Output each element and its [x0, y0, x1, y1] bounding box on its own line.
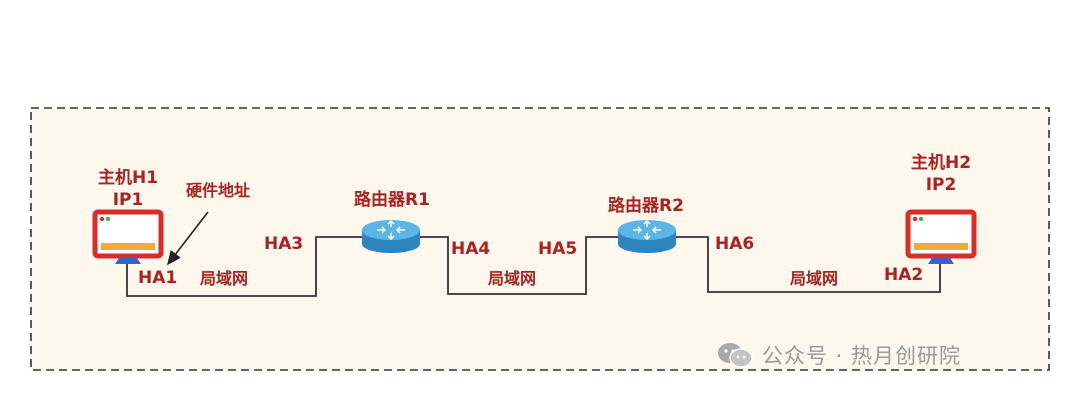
host2-name: 主机H2 — [910, 153, 972, 173]
router1-name: 路由器R1 — [354, 190, 430, 210]
host1-ip: IP1 — [112, 190, 144, 210]
host1-name: 主机H1 — [97, 168, 159, 188]
host2-mac: HA2 — [884, 265, 924, 285]
router1-left-mac: HA3 — [264, 234, 304, 254]
router2-right-mac: HA6 — [715, 234, 755, 254]
watermark-text: 公众号 · 热月创研院 — [762, 344, 962, 368]
watermark: 公众号 · 热月创研院 — [716, 340, 961, 370]
annotation-arrow — [167, 211, 209, 266]
router2-left-mac: HA5 — [538, 239, 578, 259]
host2-ip: IP2 — [925, 175, 957, 195]
hardware-address-annotation: 硬件地址 — [186, 181, 251, 200]
lan-link-2 — [420, 236, 618, 295]
host1-computer-icon — [92, 209, 164, 264]
router2-name: 路由器R2 — [608, 196, 684, 216]
lan-link-3 — [676, 236, 941, 293]
lan-label-1: 局域网 — [200, 269, 249, 288]
wechat-icon — [718, 343, 753, 368]
host2-computer-icon — [905, 209, 977, 264]
host1-mac: HA1 — [138, 268, 178, 288]
lan-label-3: 局域网 — [790, 269, 839, 288]
lan-link-1 — [126, 236, 362, 297]
router1-right-mac: HA4 — [451, 239, 491, 259]
router2-icon — [618, 220, 676, 253]
lan-label-2: 局域网 — [488, 269, 537, 288]
router1-icon — [362, 220, 420, 253]
diagram-panel — [30, 107, 1050, 371]
